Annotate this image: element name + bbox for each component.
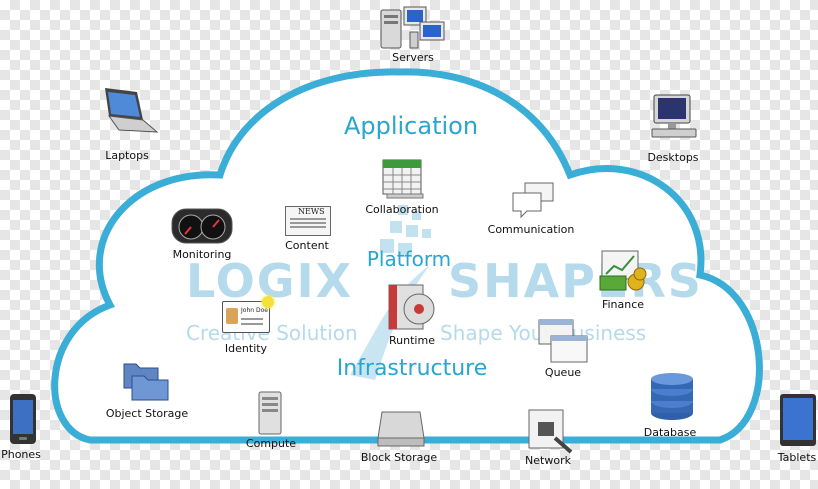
layer-application-title: Application (343, 112, 479, 140)
collaboration-label: Collaboration (365, 203, 439, 216)
finance-icon (599, 250, 647, 291)
runtime-icon (388, 284, 435, 330)
object-storage-icon (123, 363, 169, 401)
phones-label: Phones (1, 448, 41, 461)
servers-icon (380, 6, 445, 49)
network-icon (528, 409, 573, 454)
desktops-label: Desktops (647, 151, 699, 164)
monitoring-label: Monitoring (172, 248, 232, 261)
layer-infrastructure-title: Infrastructure (336, 356, 488, 381)
news-text: NEWS (298, 207, 325, 216)
laptop-icon (105, 88, 159, 133)
queue-label: Queue (544, 366, 582, 379)
identity-label: Identity (224, 342, 268, 355)
tablets-label: Tablets (777, 451, 817, 464)
watermark-tagline-left: Creative Solution (186, 321, 358, 345)
compute-icon (258, 391, 282, 435)
phone-icon (10, 394, 36, 444)
communication-icon (512, 182, 554, 219)
layer-platform-title: Platform (366, 247, 452, 271)
identity-card-icon: John Doe (222, 296, 274, 333)
desktop-icon (651, 94, 697, 138)
watermark-logo-right: SHAPERS (448, 254, 703, 308)
object-storage-label: Object Storage (105, 407, 189, 420)
database-label: Database (643, 426, 697, 439)
servers-label: Servers (392, 51, 434, 64)
compute-label: Compute (245, 437, 297, 450)
tablet-icon (780, 394, 816, 446)
laptops-label: Laptops (105, 149, 149, 162)
database-icon (651, 373, 693, 420)
network-label: Network (525, 454, 571, 467)
collaboration-icon (382, 159, 424, 199)
identity-card-name: John Doe (241, 307, 268, 314)
queue-icon (538, 319, 588, 363)
content-label: Content (285, 239, 329, 252)
communication-label: Communication (487, 223, 575, 236)
block-storage-label: Block Storage (360, 451, 438, 464)
monitoring-icon (171, 208, 233, 244)
block-storage-icon (377, 411, 425, 447)
runtime-label: Runtime (389, 334, 435, 347)
content-icon: NEWS (285, 206, 331, 236)
finance-label: Finance (601, 298, 645, 311)
